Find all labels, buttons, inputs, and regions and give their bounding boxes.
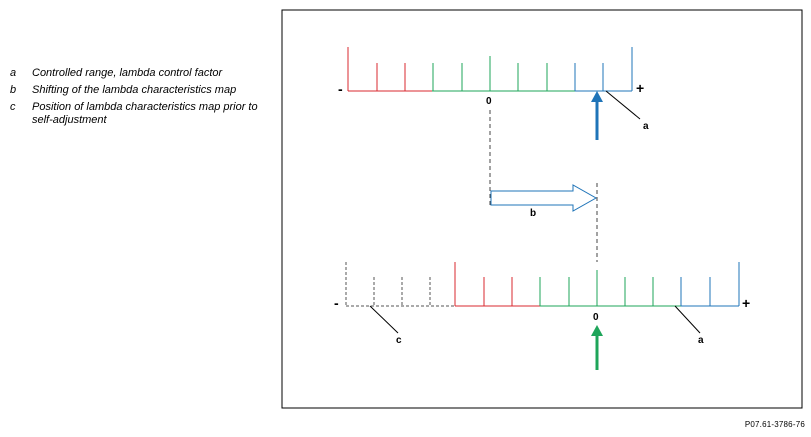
diagram-frame <box>281 9 803 409</box>
bottom-leader-a <box>674 305 701 334</box>
bottom-label-c: c <box>396 335 402 346</box>
figure-reference: P07.61-3786-76 <box>744 420 805 429</box>
legend-text: Shifting of the lambda characteristics m… <box>32 84 237 96</box>
top-leader-a <box>605 90 641 120</box>
bottom-leader-c <box>369 305 399 334</box>
legend: a Controlled range, lambda control facto… <box>10 67 270 127</box>
legend-item-c: c Position of lambda characteristics map… <box>10 101 270 127</box>
top-minus-sign: - <box>338 81 343 97</box>
bottom-scale: - + 0 a c <box>334 262 750 370</box>
legend-text: Controlled range, lambda control factor <box>32 67 223 79</box>
legend-key: b <box>10 84 17 96</box>
bottom-position-arrow-head <box>591 325 603 336</box>
top-position-arrow-head <box>591 91 603 102</box>
legend-item-a: a Controlled range, lambda control facto… <box>10 67 270 80</box>
bottom-minus-sign: - <box>334 295 339 311</box>
legend-key: a <box>10 67 17 79</box>
shift-label-b: b <box>530 208 536 219</box>
top-plus-sign: + <box>636 80 644 96</box>
shift-arrow <box>490 184 598 212</box>
top-scale: - + 0 a <box>338 47 649 140</box>
legend-text: Position of lambda characteristics map p… <box>32 101 258 126</box>
bottom-zero-label: 0 <box>593 312 599 323</box>
shift-indicator: b <box>489 110 598 262</box>
top-label-a: a <box>643 121 649 132</box>
bottom-plus-sign: + <box>742 295 750 311</box>
legend-key: c <box>10 101 16 113</box>
legend-item-b: b Shifting of the lambda characteristics… <box>10 84 270 97</box>
top-zero-label: 0 <box>486 96 492 107</box>
bottom-label-a: a <box>698 335 704 346</box>
